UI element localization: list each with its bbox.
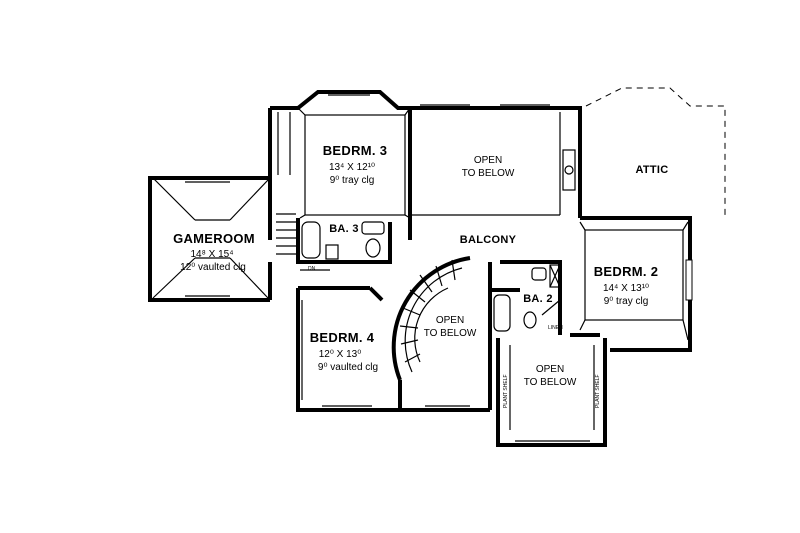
open-to-below-lower [496,338,607,447]
bedrm3-ceiling: 9⁰ tray clg [330,175,375,186]
bedrm4-name: BEDRM. 4 [310,330,375,345]
open-to-below-top-labels: OPEN TO BELOW [462,155,515,179]
attic-outline [585,87,726,218]
spiral-stair [391,256,492,412]
bedrm2-dims: 14⁴ X 13¹⁰ [603,283,649,294]
open-center-line1: OPEN [436,315,464,326]
bedrm2-walls [570,216,693,352]
bedrm4-dims: 12⁰ X 13⁰ [319,349,362,360]
attic-name: ATTIC [635,164,668,176]
stair-down [276,213,330,271]
down-label: DN [308,266,316,272]
gameroom-dims: 14⁸ X 15⁴ [191,249,234,260]
gameroom-name: GAMEROOM [173,231,255,246]
open-top-line2: TO BELOW [462,168,515,179]
open-lower-line2: TO BELOW [524,377,577,388]
bedrm3-dims: 13⁴ X 12¹⁰ [329,162,375,173]
bedrm3-name: BEDRM. 3 [323,143,388,158]
bedrm4-ceiling: 9⁰ vaulted clg [318,362,378,373]
linen-label: LINEN [548,325,563,331]
gameroom-labels: GAMEROOM 14⁸ X 15⁴ 12⁰ vaulted clg [173,231,255,273]
ba2-walls [490,260,562,335]
bedrm4-walls [296,286,400,412]
bedrm2-ceiling: 9⁰ tray clg [604,296,649,307]
bedrm3-labels: BEDRM. 3 13⁴ X 12¹⁰ 9⁰ tray clg [323,143,388,186]
ba3-walls [296,218,392,264]
balcony-name: BALCONY [460,234,517,246]
open-to-below-center-labels: OPEN TO BELOW [424,315,477,339]
open-top-line1: OPEN [474,155,502,166]
open-to-below-lower-labels: OPEN TO BELOW [524,364,577,388]
ba3-name: BA. 3 [329,223,359,235]
open-center-line2: TO BELOW [424,328,477,339]
bedrm2-labels: BEDRM. 2 14⁴ X 13¹⁰ 9⁰ tray clg [594,264,659,307]
gameroom-walls [148,176,272,302]
ba2-name: BA. 2 [523,293,553,305]
plant-shelf-left: PLANT SHELF [503,374,509,408]
bedrm4-labels: BEDRM. 4 12⁰ X 13⁰ 9⁰ vaulted clg [310,330,378,373]
bedrm2-name: BEDRM. 2 [594,264,659,279]
plant-shelf-right: PLANT SHELF [595,374,601,408]
gameroom-ceiling: 12⁰ vaulted clg [180,262,246,273]
open-to-below-top [410,104,582,218]
open-lower-line1: OPEN [536,364,564,375]
